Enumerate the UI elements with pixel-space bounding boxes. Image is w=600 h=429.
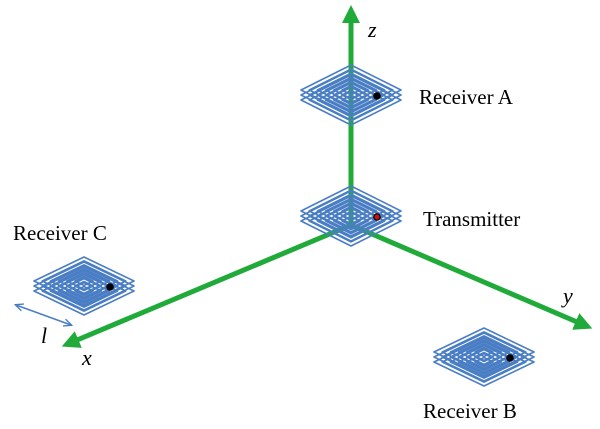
coil-winding — [74, 285, 94, 297]
coil-winding — [474, 356, 494, 368]
coil-winding — [441, 336, 527, 378]
coil-winding — [449, 334, 519, 370]
coil-winding — [66, 271, 102, 291]
coil-winding — [465, 342, 503, 362]
transmitter-terminal-dot — [373, 213, 381, 221]
coil-winding — [316, 82, 386, 118]
coil-winding — [41, 265, 127, 307]
coil-winding — [474, 346, 494, 358]
coil-winding — [300, 195, 402, 247]
coil-winding — [316, 72, 386, 108]
z-axis-label: z — [367, 17, 377, 42]
y-axis-label: y — [561, 283, 573, 308]
axes — [61, 5, 593, 348]
coil-winding — [341, 205, 361, 217]
receiver-b-terminal-dot — [506, 354, 514, 362]
x-axis-label: x — [81, 345, 92, 370]
coil-winding — [316, 77, 386, 113]
coil-winding — [332, 80, 370, 100]
x-axis — [61, 222, 354, 348]
transmitter-label: Transmitter — [423, 207, 520, 231]
coil-winding — [433, 327, 535, 377]
receiver-c-coil — [33, 256, 135, 316]
receiver-b-label: Receiver B — [423, 399, 517, 423]
y-axis — [348, 222, 593, 330]
receiver-a-label: Receiver A — [419, 85, 514, 109]
coil-winding — [341, 89, 361, 101]
coil-winding — [308, 189, 394, 233]
dimension-label: l — [41, 323, 47, 348]
coil-winding — [341, 210, 361, 222]
receiver-b-coil — [433, 327, 535, 387]
coil-winding — [300, 74, 402, 126]
coil-winding — [33, 266, 135, 316]
coil-winding — [300, 64, 402, 116]
coil-winding — [316, 193, 386, 229]
coil-winding — [341, 215, 361, 227]
coil-winding — [300, 185, 402, 237]
coil-winding — [33, 256, 135, 306]
coil-winding — [300, 190, 402, 242]
coil-winding — [74, 275, 94, 287]
receiver-a-coil — [300, 64, 402, 126]
coil-winding — [308, 68, 394, 112]
coil-winding — [49, 268, 119, 304]
coil-winding — [33, 261, 135, 311]
coil-winding — [341, 84, 361, 96]
coil-winding — [324, 76, 378, 104]
receiver-c-label: Receiver C — [13, 221, 107, 245]
coil-winding — [324, 197, 378, 225]
coil-winding — [474, 351, 494, 363]
coil-winding — [341, 94, 361, 106]
coil-winding — [457, 338, 511, 366]
coil-winding — [441, 331, 527, 373]
coil-winding — [49, 263, 119, 299]
coil-winding — [308, 194, 394, 238]
coil-winding — [300, 69, 402, 121]
coil-winding — [74, 280, 94, 292]
coil-winding — [57, 267, 111, 295]
dimension-arrow — [16, 305, 71, 325]
coil-winding — [41, 260, 127, 302]
coil-winding — [308, 73, 394, 117]
receiver-a-terminal-dot — [373, 92, 381, 100]
coil-winding — [433, 332, 535, 382]
coil-winding — [316, 198, 386, 234]
transmitter-coil — [300, 185, 402, 247]
coil-winding — [332, 201, 370, 221]
coil-winding — [433, 337, 535, 387]
coil-winding — [449, 339, 519, 375]
coil-winding — [316, 203, 386, 239]
receiver-c-terminal-dot — [106, 283, 114, 291]
